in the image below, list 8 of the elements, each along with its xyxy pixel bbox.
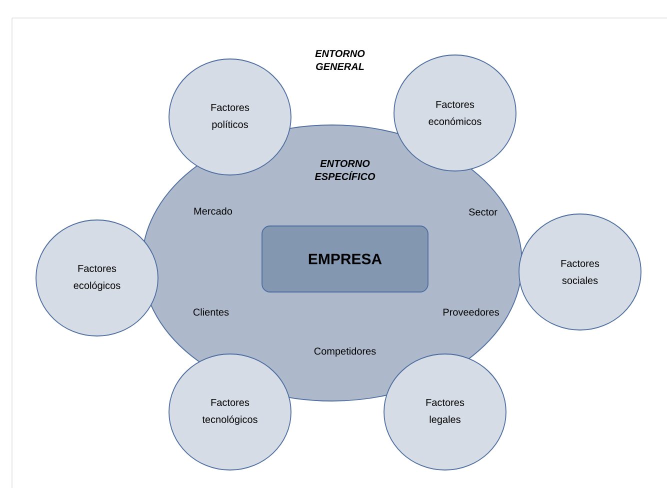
- rounded-box: EMPRESA: [262, 226, 428, 292]
- text-label: Mercado: [194, 207, 232, 215]
- text-label: Sector: [469, 208, 498, 216]
- text-label: Proveedores: [443, 308, 499, 316]
- text-label: Competidores: [314, 347, 376, 357]
- heading: ENTORNO ESPECÍFICO: [314, 160, 376, 180]
- text-label: Clientes: [193, 308, 229, 316]
- heading: ENTORNO GENERAL: [315, 50, 365, 70]
